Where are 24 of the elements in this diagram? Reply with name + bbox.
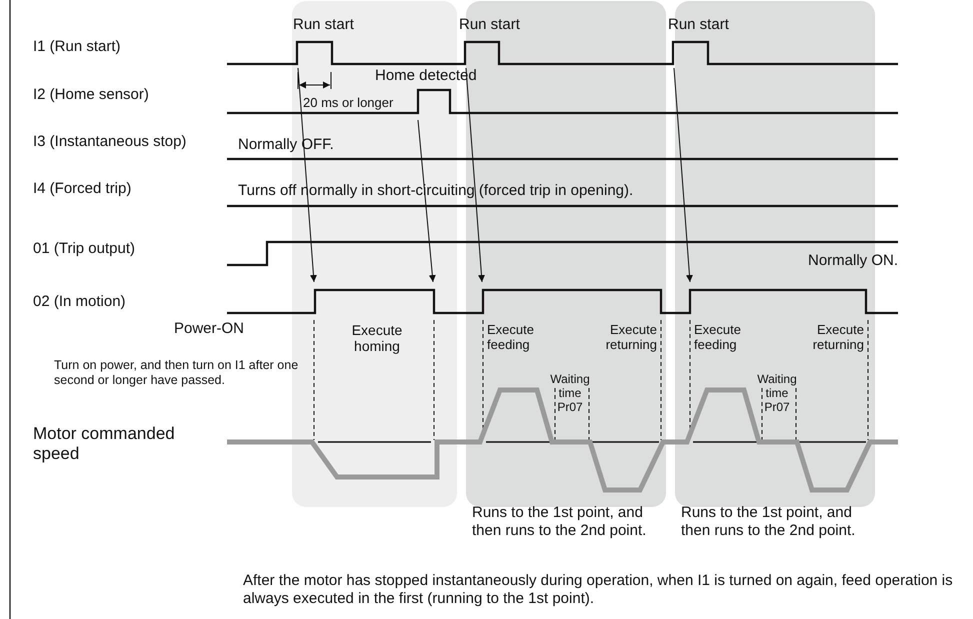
signal-name: 01 (Trip output) (33, 240, 135, 258)
event-label: Run start (293, 16, 354, 34)
signal-name: I3 (Instantaneous stop) (33, 133, 186, 151)
event-label: Run start (459, 16, 520, 34)
phase-label: Execute returning (604, 322, 657, 352)
phase-label: Execute feeding (694, 322, 742, 352)
result-note: Runs to the 1st point, and then runs to the 2nd point. (681, 504, 856, 540)
footnote: After the motor has stopped instantaneously during operation, when I1 is turned on again, feed operation is always executed in the first (running to the 1st point). (243, 572, 954, 608)
phase-label: Execute feeding (487, 322, 535, 352)
row-label: Motor commanded speed (33, 424, 176, 464)
signal-name: I2 (Home sensor) (33, 86, 149, 104)
phase-label: Waiting time Pr07 (756, 372, 798, 414)
state-note: Normally ON. (808, 252, 898, 270)
event-label: Power-ON (174, 320, 244, 338)
signal-name: I1 (Run start) (33, 38, 121, 56)
phase-label: Execute homing (350, 322, 404, 354)
phase-label: Waiting time Pr07 (549, 372, 591, 414)
signal-name: I4 (Forced trip) (33, 180, 132, 198)
dimension-label: 20 ms or longer (303, 95, 394, 110)
signal-name: 02 (In motion) (33, 293, 126, 311)
event-label: Run start (668, 16, 729, 34)
instruction-note: Turn on power, and then turn on I1 after one second or longer have passed. (54, 358, 300, 388)
result-note: Runs to the 1st point, and then runs to the 2nd point. (472, 504, 648, 540)
phase-label: Execute returning (812, 322, 864, 352)
